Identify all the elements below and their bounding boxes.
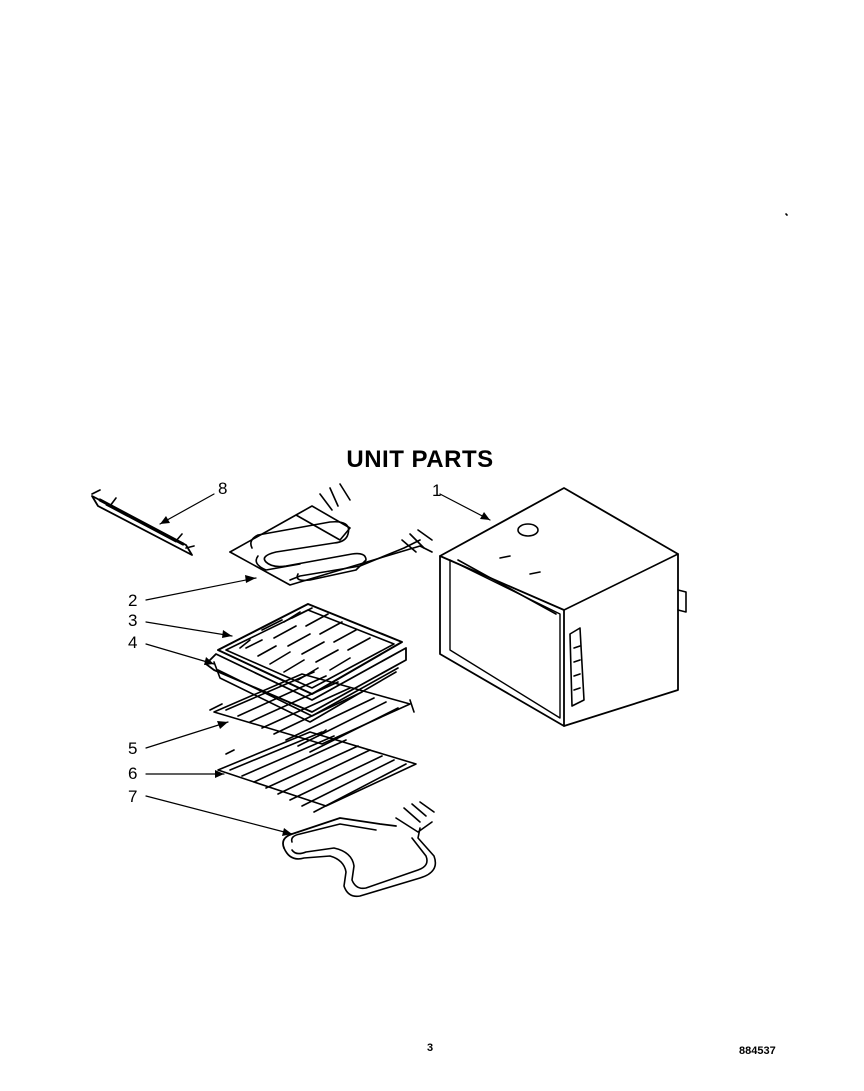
callout-1: 1 xyxy=(432,481,442,500)
leader-5 xyxy=(145,721,229,749)
part-8-bar xyxy=(91,489,195,556)
page-number: 3 xyxy=(427,1042,434,1054)
leader-8 xyxy=(159,493,215,525)
callout-5: 5 xyxy=(128,739,138,758)
leader-7 xyxy=(145,795,293,835)
callout-8: 8 xyxy=(218,479,228,498)
leader-3 xyxy=(145,621,233,637)
leader-arrowheads xyxy=(160,512,490,836)
diagram-title: UNIT PARTS xyxy=(346,446,494,473)
part-3-broil-grid xyxy=(217,603,403,695)
part-1-oven-liner xyxy=(439,213,788,727)
callout-2: 2 xyxy=(128,591,138,610)
leader-2 xyxy=(145,577,257,601)
part-6-oven-rack xyxy=(217,729,417,813)
diagram-code: 884537 xyxy=(739,1045,776,1057)
leader-lines xyxy=(145,493,491,835)
leader-4 xyxy=(145,643,215,665)
callout-4: 4 xyxy=(128,633,138,652)
callout-6: 6 xyxy=(128,764,138,783)
part-7-bake-element xyxy=(282,801,437,898)
callout-7: 7 xyxy=(128,787,138,806)
callout-3: 3 xyxy=(128,611,138,630)
leader-1 xyxy=(439,493,491,521)
part-5-oven-rack xyxy=(209,671,415,753)
part-2-broil-element xyxy=(229,483,433,586)
